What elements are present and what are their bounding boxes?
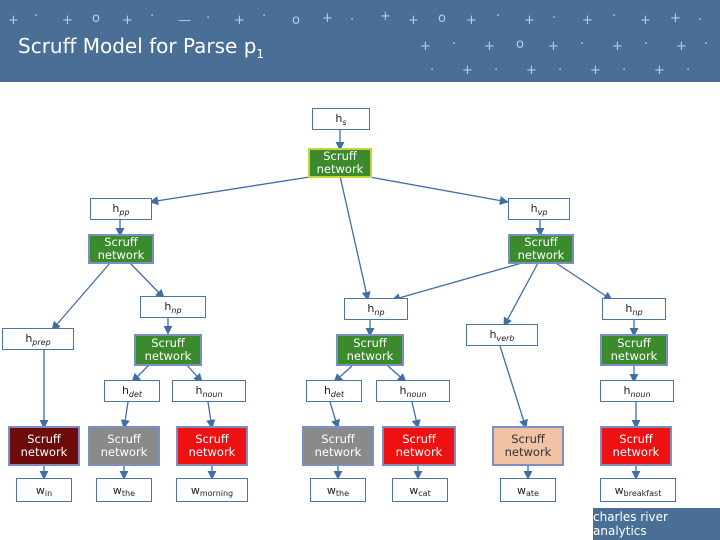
- slide-title: Scruff Model for Parse p1: [18, 34, 265, 61]
- svg-text:·: ·: [558, 63, 562, 78]
- scruff-network-np-2: Scruff network: [336, 334, 404, 366]
- header-decoration: +·+o +·—· +·o+ ·++o +·+· +·++· +·+o +·+·…: [8, 9, 708, 78]
- svg-text:o: o: [92, 11, 100, 26]
- edge-netroot-hvp: [363, 175, 509, 206]
- svg-text:·: ·: [704, 37, 708, 52]
- svg-text:+: +: [322, 11, 333, 26]
- scruff-network-vp: Scruff network: [508, 234, 574, 264]
- svg-text:o: o: [292, 13, 300, 28]
- edge-hnoun2-netcat: [411, 401, 421, 429]
- svg-text:·: ·: [496, 9, 500, 24]
- scruff-network-morning: Scruff network: [176, 426, 248, 466]
- svg-text:+: +: [484, 39, 495, 54]
- svg-text:+: +: [234, 13, 245, 28]
- edge-netnp1-hdet1: [131, 363, 151, 383]
- svg-text:o: o: [516, 37, 524, 52]
- company-logo: charles river analytics: [593, 508, 720, 540]
- edge-netpp-hprep: [51, 262, 111, 331]
- scruff-network-ate: Scruff network: [492, 426, 564, 466]
- edge-hdet2-netthe2: [329, 401, 340, 429]
- svg-text:·: ·: [350, 13, 354, 28]
- svg-text:+: +: [466, 13, 477, 28]
- scruff-network-root: Scruff network: [308, 148, 372, 178]
- edge-netnp2-hnoun2: [387, 365, 407, 383]
- svg-text:·: ·: [644, 37, 648, 52]
- svg-text:+: +: [408, 13, 419, 28]
- edge-netroot-hnp2: [339, 175, 371, 301]
- slide-header: +·+o +·—· +·o+ ·++o +·+· +·++· +·+o +·+·…: [0, 0, 720, 82]
- svg-text:o: o: [438, 11, 446, 26]
- svg-text:—: —: [178, 13, 191, 28]
- svg-text:+: +: [670, 11, 681, 26]
- svg-text:+: +: [462, 63, 473, 78]
- svg-text:·: ·: [552, 11, 556, 26]
- svg-text:·: ·: [206, 11, 210, 26]
- edge-netvp-hnp3: [555, 262, 613, 301]
- edge-netpp-hnp1: [129, 262, 165, 299]
- scruff-network-pp: Scruff network: [88, 234, 154, 264]
- svg-text:+: +: [420, 39, 431, 54]
- edge-hnoun1-netmorning: [206, 401, 216, 429]
- edge-hdet1-netthe1: [120, 401, 130, 429]
- scruff-network-cat: Scruff network: [382, 426, 456, 466]
- svg-text:+: +: [640, 13, 651, 28]
- edge-netnp2-hdet2: [333, 365, 353, 383]
- svg-text:+: +: [380, 9, 391, 24]
- svg-text:·: ·: [580, 37, 584, 52]
- svg-text:·: ·: [686, 63, 690, 78]
- scruff-network-breakfast: Scruff network: [600, 426, 672, 466]
- svg-text:+: +: [524, 13, 535, 28]
- svg-text:·: ·: [430, 63, 434, 78]
- svg-text:+: +: [676, 39, 687, 54]
- scruff-network-the-2: Scruff network: [302, 426, 374, 466]
- svg-text:+: +: [654, 63, 665, 78]
- svg-text:+: +: [582, 13, 593, 28]
- edge-hverb-netate: [499, 345, 528, 429]
- svg-text:+: +: [548, 39, 559, 54]
- edge-netvp-hnp2: [391, 262, 523, 303]
- scruff-network-in: Scruff network: [8, 426, 80, 466]
- svg-text:+: +: [122, 13, 133, 28]
- svg-text:·: ·: [452, 37, 456, 52]
- edge-netroot-hpp: [149, 175, 317, 206]
- svg-text:+: +: [590, 63, 601, 78]
- svg-text:+: +: [612, 39, 623, 54]
- svg-text:·: ·: [622, 63, 626, 78]
- svg-text:+: +: [62, 13, 73, 28]
- scruff-network-np-3: Scruff network: [600, 334, 668, 366]
- svg-text:·: ·: [262, 9, 266, 24]
- svg-text:·: ·: [612, 9, 616, 24]
- svg-text:·: ·: [698, 13, 702, 28]
- svg-text:+: +: [8, 13, 19, 28]
- svg-text:·: ·: [34, 9, 38, 24]
- edge-netnp1-hnoun1: [185, 363, 203, 383]
- svg-text:+: +: [526, 63, 537, 78]
- scruff-network-the-1: Scruff network: [88, 426, 160, 466]
- edge-netvp-hverb: [503, 262, 539, 327]
- scruff-network-np-1: Scruff network: [134, 334, 202, 366]
- svg-text:·: ·: [494, 63, 498, 78]
- svg-text:·: ·: [150, 9, 154, 24]
